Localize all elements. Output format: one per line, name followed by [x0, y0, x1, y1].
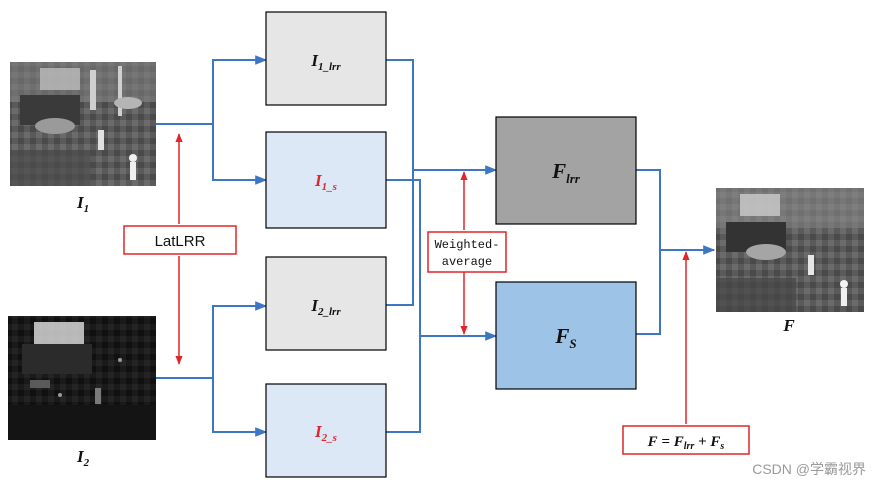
- box-f-s: FS: [495, 281, 637, 390]
- svg-text:FS: FS: [554, 324, 576, 351]
- svg-text:I1_lrr: I1_lrr: [310, 51, 341, 73]
- svg-text:average: average: [442, 255, 492, 269]
- input-image-1: [10, 62, 156, 186]
- watermark: CSDN @学霸视界: [752, 461, 866, 477]
- fusion-formula-box: F = Flrr + Fs: [622, 425, 750, 455]
- box-i1-lrr: I1_lrr: [265, 11, 387, 106]
- svg-text:I1_s: I1_s: [314, 171, 337, 193]
- input-image-2: [8, 316, 156, 440]
- svg-text:Weighted-: Weighted-: [435, 238, 500, 252]
- box-i2-s: I2_s: [265, 383, 387, 478]
- svg-text:I2_s: I2_s: [314, 422, 337, 444]
- weighted-average-label-box: Weighted- average: [427, 231, 507, 273]
- connectors: [156, 55, 716, 437]
- output-image: [716, 188, 864, 312]
- svg-text:LatLRR: LatLRR: [155, 233, 206, 250]
- box-i2-lrr: I2_lrr: [265, 256, 387, 351]
- svg-text:Flrr: Flrr: [551, 159, 581, 186]
- output-label: F: [782, 316, 795, 335]
- box-i1-s: I1_s: [265, 131, 387, 229]
- svg-text:I2_lrr: I2_lrr: [310, 296, 341, 318]
- svg-text:F = Flrr + Fs: F = Flrr + Fs: [647, 434, 725, 452]
- input-label-1: I1: [76, 193, 89, 215]
- latlrr-label-box: LatLRR: [123, 225, 237, 255]
- input-label-2: I2: [76, 447, 90, 469]
- box-f-lrr: Flrr: [495, 116, 637, 225]
- red-arrows: [175, 133, 690, 424]
